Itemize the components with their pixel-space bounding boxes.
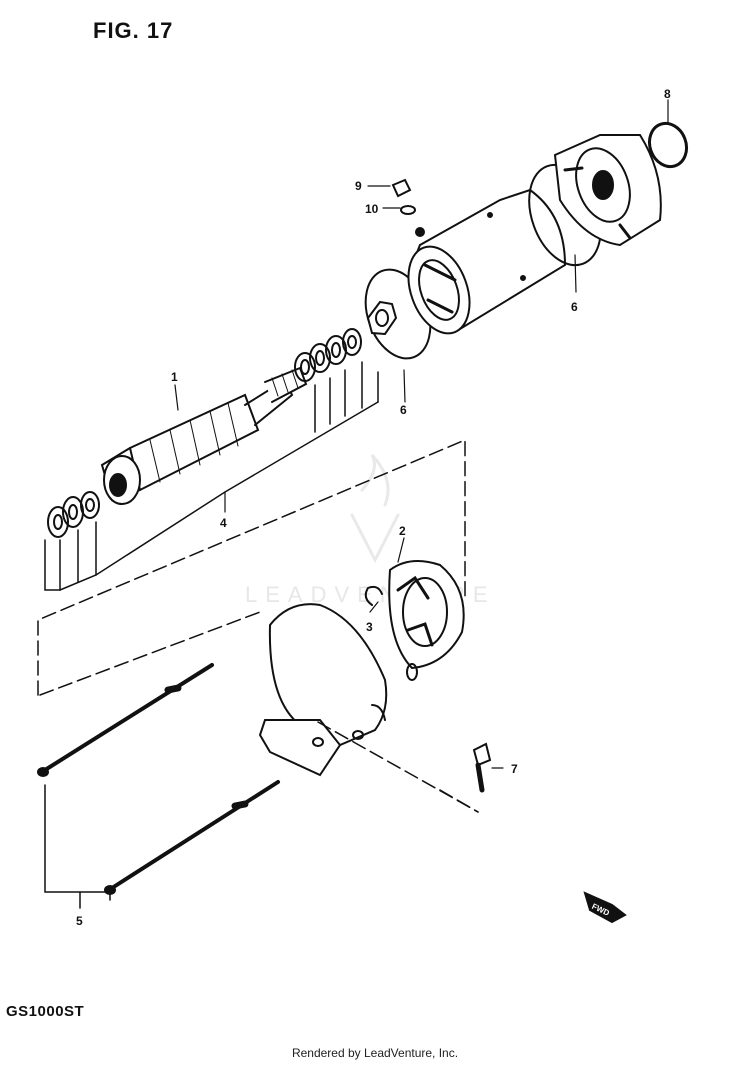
leader-lines <box>174 99 669 769</box>
callout-6-front: 6 <box>571 300 578 314</box>
callout-4: 4 <box>220 516 227 530</box>
o-ring-8[interactable] <box>644 118 693 172</box>
rear-end-cover[interactable] <box>258 603 388 777</box>
starter-yoke-housing[interactable] <box>397 188 567 342</box>
front-end-cover[interactable] <box>553 134 662 247</box>
fwd-arrow-icon <box>583 891 627 924</box>
kit-4-bracket <box>44 361 379 591</box>
terminal-nut[interactable] <box>391 178 412 198</box>
screw-7[interactable] <box>472 742 492 793</box>
through-bolt-upper[interactable] <box>37 663 214 777</box>
terminal-washer[interactable] <box>400 205 416 215</box>
thrust-washer-set-left[interactable] <box>47 491 100 538</box>
callout-9: 9 <box>355 179 362 193</box>
brush-holder[interactable] <box>388 560 465 681</box>
kit-5-bracket <box>44 784 111 909</box>
callout-2: 2 <box>399 524 406 538</box>
callout-7: 7 <box>511 762 518 776</box>
assembly-dashed-lines <box>37 438 479 813</box>
callout-8: 8 <box>664 87 671 101</box>
watermark-logo <box>350 453 400 564</box>
render-credit: Rendered by LeadVenture, Inc. <box>291 1046 459 1060</box>
brush-spring-clip[interactable] <box>364 585 383 606</box>
model-code: GS1000ST <box>6 1003 85 1020</box>
callout-10: 10 <box>365 202 379 216</box>
armature-part[interactable] <box>100 366 308 505</box>
through-bolt-lower[interactable] <box>104 780 280 895</box>
figure-title: FIG. 17 <box>93 18 174 43</box>
callout-5: 5 <box>76 914 83 928</box>
callout-6-rear: 6 <box>400 403 407 417</box>
callout-3: 3 <box>366 620 373 634</box>
thrust-washer-set-right[interactable] <box>294 328 362 382</box>
callout-1: 1 <box>171 370 178 384</box>
brush-plate-washer[interactable] <box>366 300 398 336</box>
